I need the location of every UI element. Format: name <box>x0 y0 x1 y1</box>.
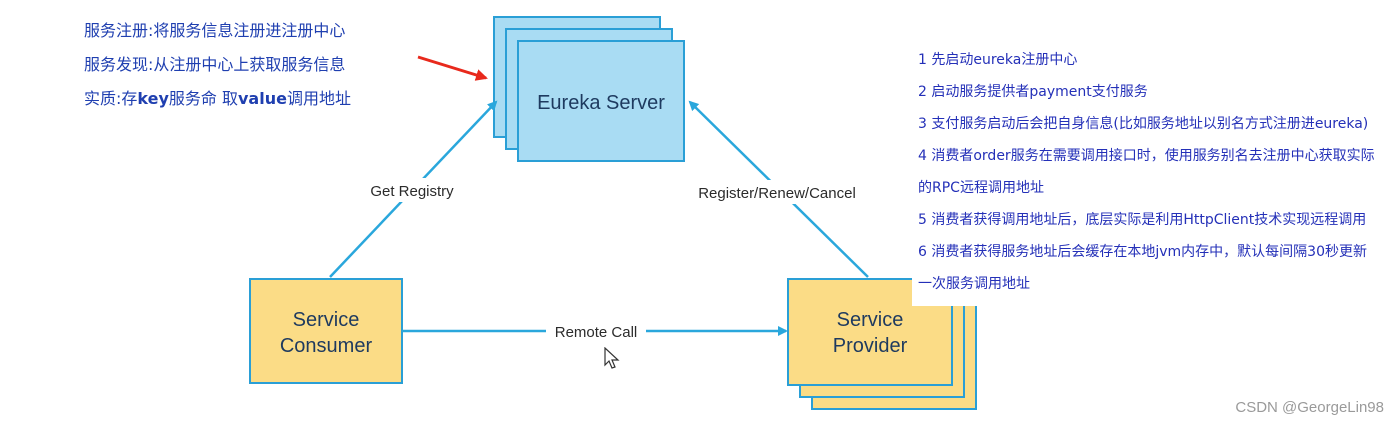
get-registry-label: Get Registry <box>370 183 454 200</box>
step-item: 1 先启动eureka注册中心 <box>918 52 1078 68</box>
line3-value: value <box>238 89 287 108</box>
left-annotation: 服务注册:将服务信息注册进注册中心 服务发现:从注册中心上获取服务信息 实质:存… <box>84 14 351 116</box>
provider-label-2: Provider <box>833 335 908 357</box>
remote-call-label: Remote Call <box>555 324 638 341</box>
consumer-label-2: Consumer <box>280 335 373 357</box>
get-registry-label-bg <box>362 178 462 202</box>
register-label: Register/Renew/Cancel <box>698 185 856 202</box>
annotation-line-1: 服务注册:将服务信息注册进注册中心 <box>84 21 346 40</box>
remote-call-label-bg <box>546 319 646 343</box>
annotation-line-3: 实质:存key服务命 取value调用地址 <box>84 82 351 116</box>
register-label-bg <box>686 180 868 204</box>
server-label: Eureka Server <box>537 92 665 114</box>
step-item: 4 消费者order服务在需要调用接口时，使用服务别名去注册中心获取实际的RPC… <box>918 148 1375 196</box>
step-item: 5 消费者获得调用地址后，底层实际是利用HttpClient技术实现远程调用 <box>918 212 1367 228</box>
service-provider-stack: Service Provider <box>787 278 977 410</box>
annotation-line-2: 服务发现:从注册中心上获取服务信息 <box>84 55 346 74</box>
service-consumer: Service Consumer <box>249 278 403 384</box>
eureka-server-stack: Eureka Server <box>493 16 685 162</box>
line3-mid: 服务命 取 <box>168 89 238 108</box>
consumer-box <box>249 278 403 384</box>
server-box-front <box>517 40 685 162</box>
line3-prefix: 实质:存 <box>84 89 138 108</box>
step-item: 2 启动服务提供者payment支付服务 <box>918 84 1148 100</box>
mouse-cursor-icon <box>604 347 620 369</box>
steps-list: 1 先启动eureka注册中心 2 启动服务提供者payment支付服务 3 支… <box>912 42 1384 306</box>
red-annotation-arrow <box>417 55 488 81</box>
provider-label-1: Service <box>837 309 904 331</box>
step-item: 6 消费者获得服务地址后会缓存在本地jvm内存中，默认每间隔30秒更新一次服务调… <box>918 244 1367 292</box>
watermark: CSDN @GeorgeLin98 <box>1235 399 1384 416</box>
step-item: 3 支付服务启动后会把自身信息(比如服务地址以别名方式注册进eureka) <box>918 116 1369 132</box>
line3-key: key <box>137 89 169 108</box>
line3-suffix: 调用地址 <box>286 89 351 108</box>
consumer-label-1: Service <box>293 309 360 331</box>
